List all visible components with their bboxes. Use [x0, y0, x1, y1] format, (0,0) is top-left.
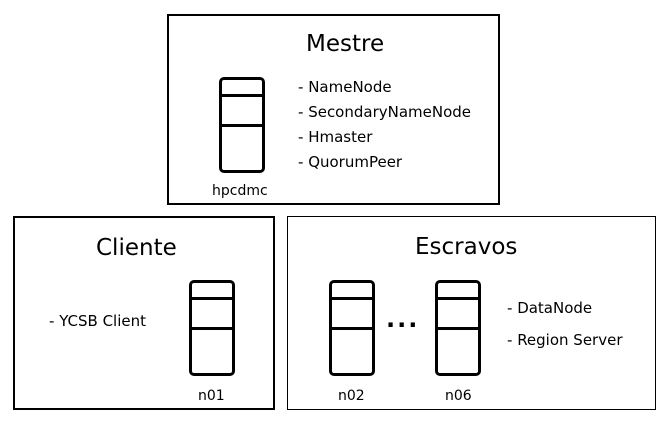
master-title: Mestre [306, 31, 385, 57]
client-title: Cliente [96, 235, 177, 261]
server-icon [435, 280, 481, 376]
service-item: Hmaster [298, 125, 471, 150]
slaves-services-list: DataNode Region Server [507, 292, 623, 356]
service-item: YCSB Client [49, 309, 146, 334]
service-item: SecondaryNameNode [298, 100, 471, 125]
slaves-title: Escravos [415, 234, 518, 260]
master-box: Mestre hpcdmc NameNode SecondaryNameNode… [167, 14, 500, 205]
server-icon [329, 280, 375, 376]
server-icon [219, 77, 265, 173]
service-item: NameNode [298, 75, 471, 100]
service-item: QuorumPeer [298, 150, 471, 175]
master-services-list: NameNode SecondaryNameNode Hmaster Quoru… [298, 75, 471, 175]
client-box: Cliente n01 YCSB Client [13, 216, 275, 410]
service-item: DataNode [507, 292, 623, 324]
server-icon [189, 280, 235, 376]
slaves-box: Escravos ... n02 n06 DataNode Region Ser… [287, 216, 656, 410]
host-label-hpcdmc: hpcdmc [212, 183, 268, 199]
host-label-n06: n06 [445, 388, 472, 404]
ellipsis: ... [386, 305, 420, 333]
host-label-n01: n01 [198, 388, 225, 404]
client-services-list: YCSB Client [49, 309, 146, 334]
host-label-n02: n02 [338, 388, 365, 404]
service-item: Region Server [507, 324, 622, 356]
